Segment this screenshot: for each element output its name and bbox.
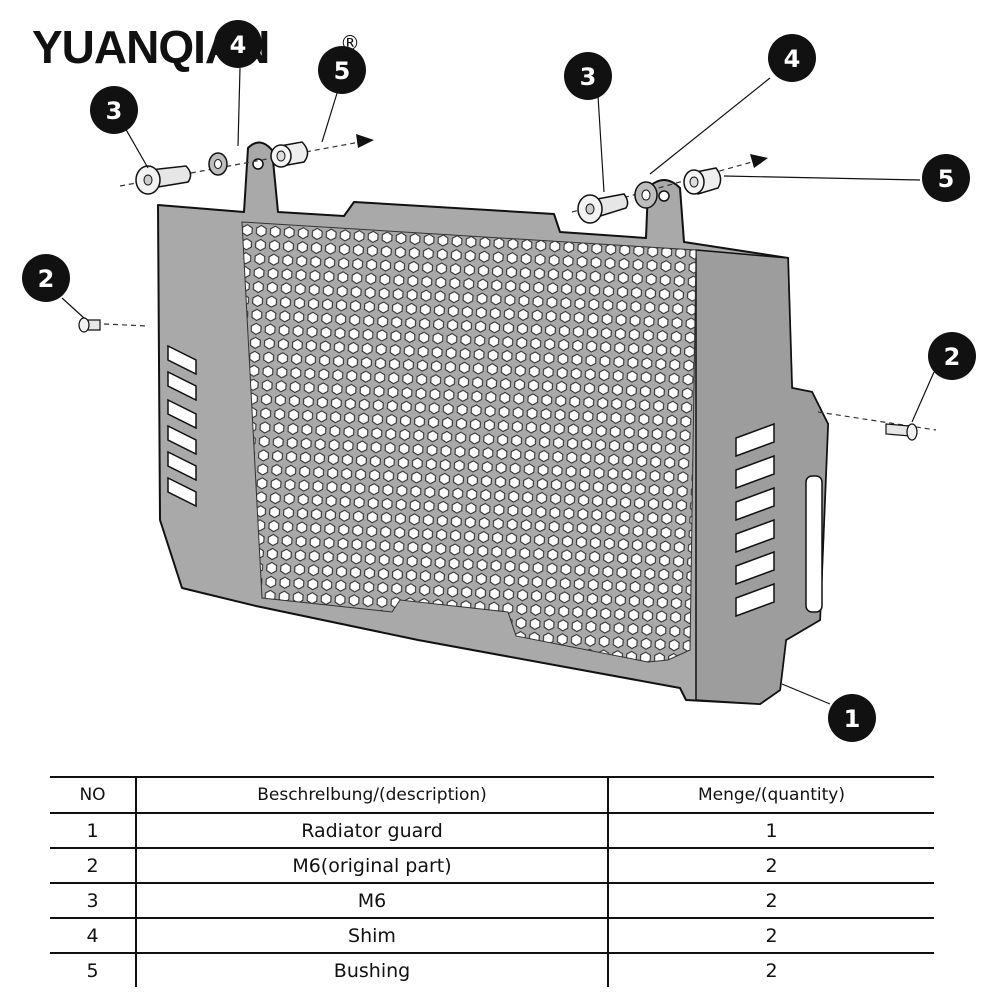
brand-logo: YUANQIAN ® bbox=[32, 21, 360, 73]
callout-3-left: 3 bbox=[90, 86, 138, 134]
callout-label: 4 bbox=[784, 45, 801, 73]
exploded-parts-diagram: YUANQIAN ® bbox=[22, 20, 976, 742]
cell-quantity: 2 bbox=[607, 883, 934, 919]
table-row: 2 M6(original part) 2 bbox=[50, 848, 934, 884]
header-description: Beschrelbung/(description) bbox=[135, 776, 608, 814]
cell-quantity: 2 bbox=[607, 918, 934, 954]
bolt-m6-right bbox=[577, 193, 629, 224]
callout-4-left: 4 bbox=[214, 20, 262, 68]
callout-5-right: 5 bbox=[922, 154, 970, 202]
honeycomb-mesh bbox=[242, 222, 696, 662]
cell-no: 1 bbox=[50, 813, 136, 849]
cell-no: 3 bbox=[50, 883, 136, 919]
callout-label: 5 bbox=[334, 57, 351, 85]
screw-original-left bbox=[78, 317, 101, 333]
leader-lines bbox=[61, 67, 935, 705]
callout-label: 1 bbox=[844, 705, 861, 733]
table-header-row: NO Beschrelbung/(description) Menge/(qua… bbox=[50, 776, 934, 814]
callout-label: 5 bbox=[938, 165, 955, 193]
cell-description: M6 bbox=[135, 883, 608, 919]
cell-description: Radiator guard bbox=[135, 813, 608, 849]
shim-left bbox=[208, 152, 228, 176]
header-quantity: Menge/(quantity) bbox=[607, 776, 934, 814]
callout-label: 3 bbox=[580, 63, 597, 91]
cell-description: M6(original part) bbox=[135, 848, 608, 884]
cell-no: 5 bbox=[86, 959, 99, 982]
radiator-guard bbox=[157, 141, 829, 705]
right-vent-slots bbox=[735, 422, 823, 618]
bushing-right bbox=[683, 167, 722, 195]
table-row: 1 Radiator guard 1 bbox=[50, 813, 934, 849]
arrowhead bbox=[750, 154, 768, 168]
callout-label: 2 bbox=[944, 343, 961, 371]
bolt-m6-left bbox=[135, 165, 192, 195]
callout-2-left: 2 bbox=[22, 254, 70, 302]
parts-list-table: NO Beschrelbung/(description) Menge/(qua… bbox=[50, 776, 934, 987]
callout-2-right: 2 bbox=[928, 332, 976, 380]
shim-right bbox=[634, 181, 658, 209]
callout-label: 2 bbox=[38, 265, 55, 293]
arrowhead bbox=[356, 134, 374, 148]
table-row: 3 M6 2 bbox=[50, 883, 934, 919]
table-row: 4 Shim 2 bbox=[50, 918, 934, 954]
cell-no: 4 bbox=[50, 918, 136, 954]
cell-quantity: 2 bbox=[607, 953, 934, 987]
header-no: NO bbox=[50, 776, 136, 814]
callout-label: 3 bbox=[106, 97, 123, 125]
left-vent-slots bbox=[167, 344, 197, 508]
bushing-left bbox=[270, 141, 309, 168]
cell-description: Bushing bbox=[135, 953, 608, 987]
cell-quantity: 2 bbox=[607, 848, 934, 884]
table-row: 5 Bushing 2 bbox=[50, 953, 934, 987]
cell-description: Shim bbox=[135, 918, 608, 954]
callout-5-left: 5 bbox=[318, 46, 366, 94]
cell-no: 2 bbox=[50, 848, 136, 884]
screw-original-right bbox=[885, 423, 918, 441]
callout-4-right: 4 bbox=[768, 34, 816, 82]
callout-label: 4 bbox=[230, 31, 247, 59]
cell-quantity: 1 bbox=[607, 813, 934, 849]
callout-1: 1 bbox=[828, 694, 876, 742]
callout-3-right: 3 bbox=[564, 52, 612, 100]
